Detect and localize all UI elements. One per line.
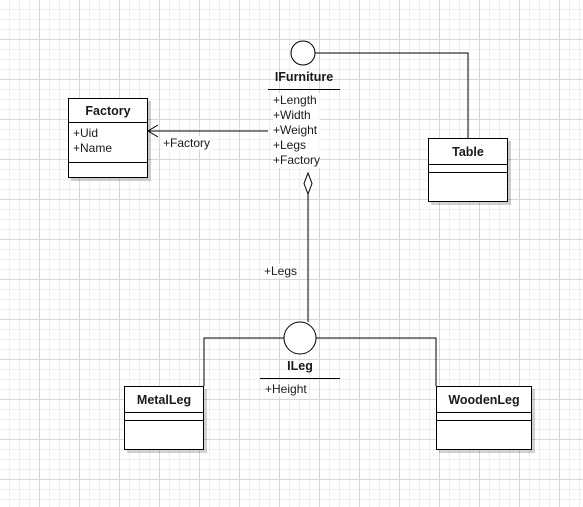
ifurniture-attributes: +Length +Width +Weight +Legs +Factory xyxy=(273,93,321,168)
ifurniture-interface-circle[interactable] xyxy=(290,40,316,66)
factory-association-label: +Factory xyxy=(163,136,211,150)
class-factory-attributes: +Uid +Name xyxy=(69,123,147,163)
class-table-name: Table xyxy=(429,139,507,165)
factory-attr-uid: +Uid xyxy=(73,126,99,140)
class-factory-name: Factory xyxy=(69,99,147,123)
ifurniture-attr-width: +Width xyxy=(273,108,311,122)
metalleg-realization-line[interactable] xyxy=(203,337,284,386)
ifurniture-attr-legs: +Legs xyxy=(273,138,307,152)
ileg-attr-height: +Height xyxy=(265,382,307,396)
ileg-divider xyxy=(260,378,340,379)
class-woodenleg[interactable]: WoodenLeg xyxy=(436,386,532,450)
class-table-attributes xyxy=(429,165,507,173)
ifurniture-attr-weight: +Weight xyxy=(273,123,318,137)
ifurniture-name: IFurniture xyxy=(274,70,334,84)
ileg-name: ILeg xyxy=(287,359,313,373)
ifurniture-attr-factory: +Factory xyxy=(273,153,321,167)
class-table[interactable]: Table xyxy=(428,138,508,202)
association-arrowhead xyxy=(147,124,159,138)
class-metalleg-attributes xyxy=(125,413,203,421)
table-realization-line[interactable] xyxy=(315,52,469,138)
legs-aggregation-label: +Legs xyxy=(264,264,298,278)
class-woodenleg-attributes xyxy=(437,413,531,421)
ileg-attributes: +Height xyxy=(265,382,307,397)
factory-attr-name: +Name xyxy=(73,141,113,155)
ifurniture-divider xyxy=(268,89,340,90)
class-metalleg[interactable]: MetalLeg xyxy=(124,386,204,450)
class-woodenleg-name: WoodenLeg xyxy=(437,387,531,413)
ifurniture-attr-length: +Length xyxy=(273,93,317,107)
aggregation-diamond-icon xyxy=(303,171,313,196)
class-metalleg-name: MetalLeg xyxy=(125,387,203,413)
woodenleg-realization-line[interactable] xyxy=(316,337,437,386)
class-factory[interactable]: Factory +Uid +Name xyxy=(68,98,148,178)
ileg-interface-circle[interactable] xyxy=(283,321,317,355)
